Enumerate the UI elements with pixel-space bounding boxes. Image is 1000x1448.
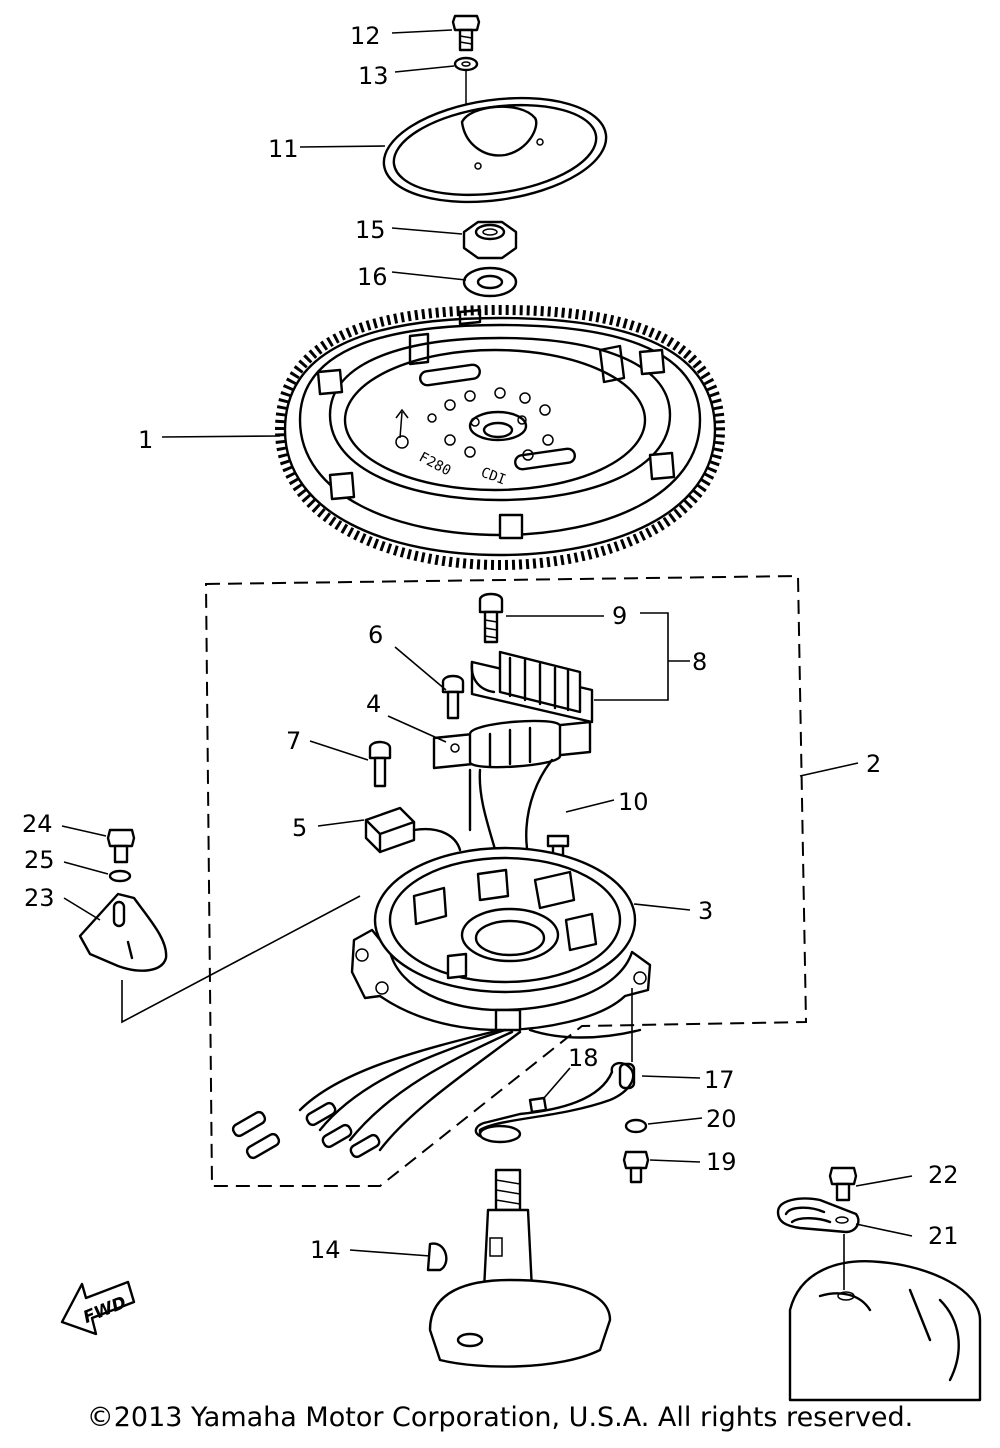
engine-block-partial xyxy=(788,1260,982,1402)
part-21-bracket xyxy=(776,1197,860,1290)
callout-4: 4 xyxy=(366,690,381,718)
copyright-notice: ©2013 Yamaha Motor Corporation, U.S.A. A… xyxy=(86,1402,914,1433)
callout-23: 23 xyxy=(24,884,55,912)
part-5-connector xyxy=(364,806,462,854)
callout-8: 8 xyxy=(692,648,707,676)
callout-24: 24 xyxy=(22,810,53,838)
part-20-washer xyxy=(624,1118,648,1134)
callout-20: 20 xyxy=(706,1105,737,1133)
callout-25: 25 xyxy=(24,846,55,874)
wire-harness xyxy=(298,1028,642,1152)
callout-12: 12 xyxy=(350,22,381,50)
callout-5: 5 xyxy=(292,814,307,842)
part-8-charge-coil xyxy=(470,650,594,724)
part-11-cover-plate xyxy=(382,96,608,204)
wire-terminals xyxy=(231,1101,381,1160)
part-1-flywheel: F280 CDI xyxy=(274,304,726,571)
callout-7: 7 xyxy=(286,727,301,755)
callout-13: 13 xyxy=(358,62,389,90)
fwd-arrow: FWD xyxy=(60,1280,136,1336)
callout-2: 2 xyxy=(866,750,881,778)
callout-1: 1 xyxy=(138,426,153,454)
callout-leaders xyxy=(61,29,913,1257)
callout-16: 16 xyxy=(357,263,388,291)
part-16-washer xyxy=(462,266,518,298)
part-9-screw xyxy=(478,592,504,644)
callout-22: 22 xyxy=(928,1161,959,1189)
part-19-bolt xyxy=(622,1150,650,1184)
assembly-2-boundary xyxy=(204,574,808,1187)
callout-3: 3 xyxy=(698,897,713,925)
callout-numbers: 12 13 11 15 16 1 9 8 6 4 2 7 10 5 24 25 … xyxy=(22,22,959,1264)
part-23-bracket xyxy=(78,892,361,1024)
part-6-screw xyxy=(441,674,465,720)
part-7-screw xyxy=(368,740,392,788)
callout-10: 10 xyxy=(618,788,649,816)
callout-17: 17 xyxy=(704,1066,735,1094)
part-17-ground-plate xyxy=(474,988,636,1144)
callout-9: 9 xyxy=(612,602,627,630)
part-12-bolt xyxy=(451,14,481,52)
part-25-washer xyxy=(108,869,132,883)
part-24-bolt xyxy=(106,828,136,864)
callout-11: 11 xyxy=(268,135,299,163)
callout-19: 19 xyxy=(706,1148,737,1176)
part-3-stator-base xyxy=(350,846,652,1032)
callout-6: 6 xyxy=(368,621,383,649)
callout-15: 15 xyxy=(355,216,386,244)
part-22-bolt xyxy=(828,1166,858,1202)
part-4-pulser-coil xyxy=(432,719,592,882)
callout-18: 18 xyxy=(568,1044,599,1072)
callout-21: 21 xyxy=(928,1222,959,1250)
callout-14: 14 xyxy=(310,1236,341,1264)
part-15-nut xyxy=(462,220,518,260)
part-14-woodruff-key xyxy=(426,1242,448,1272)
part-18-clip xyxy=(528,1096,548,1114)
crankshaft xyxy=(428,1168,612,1368)
